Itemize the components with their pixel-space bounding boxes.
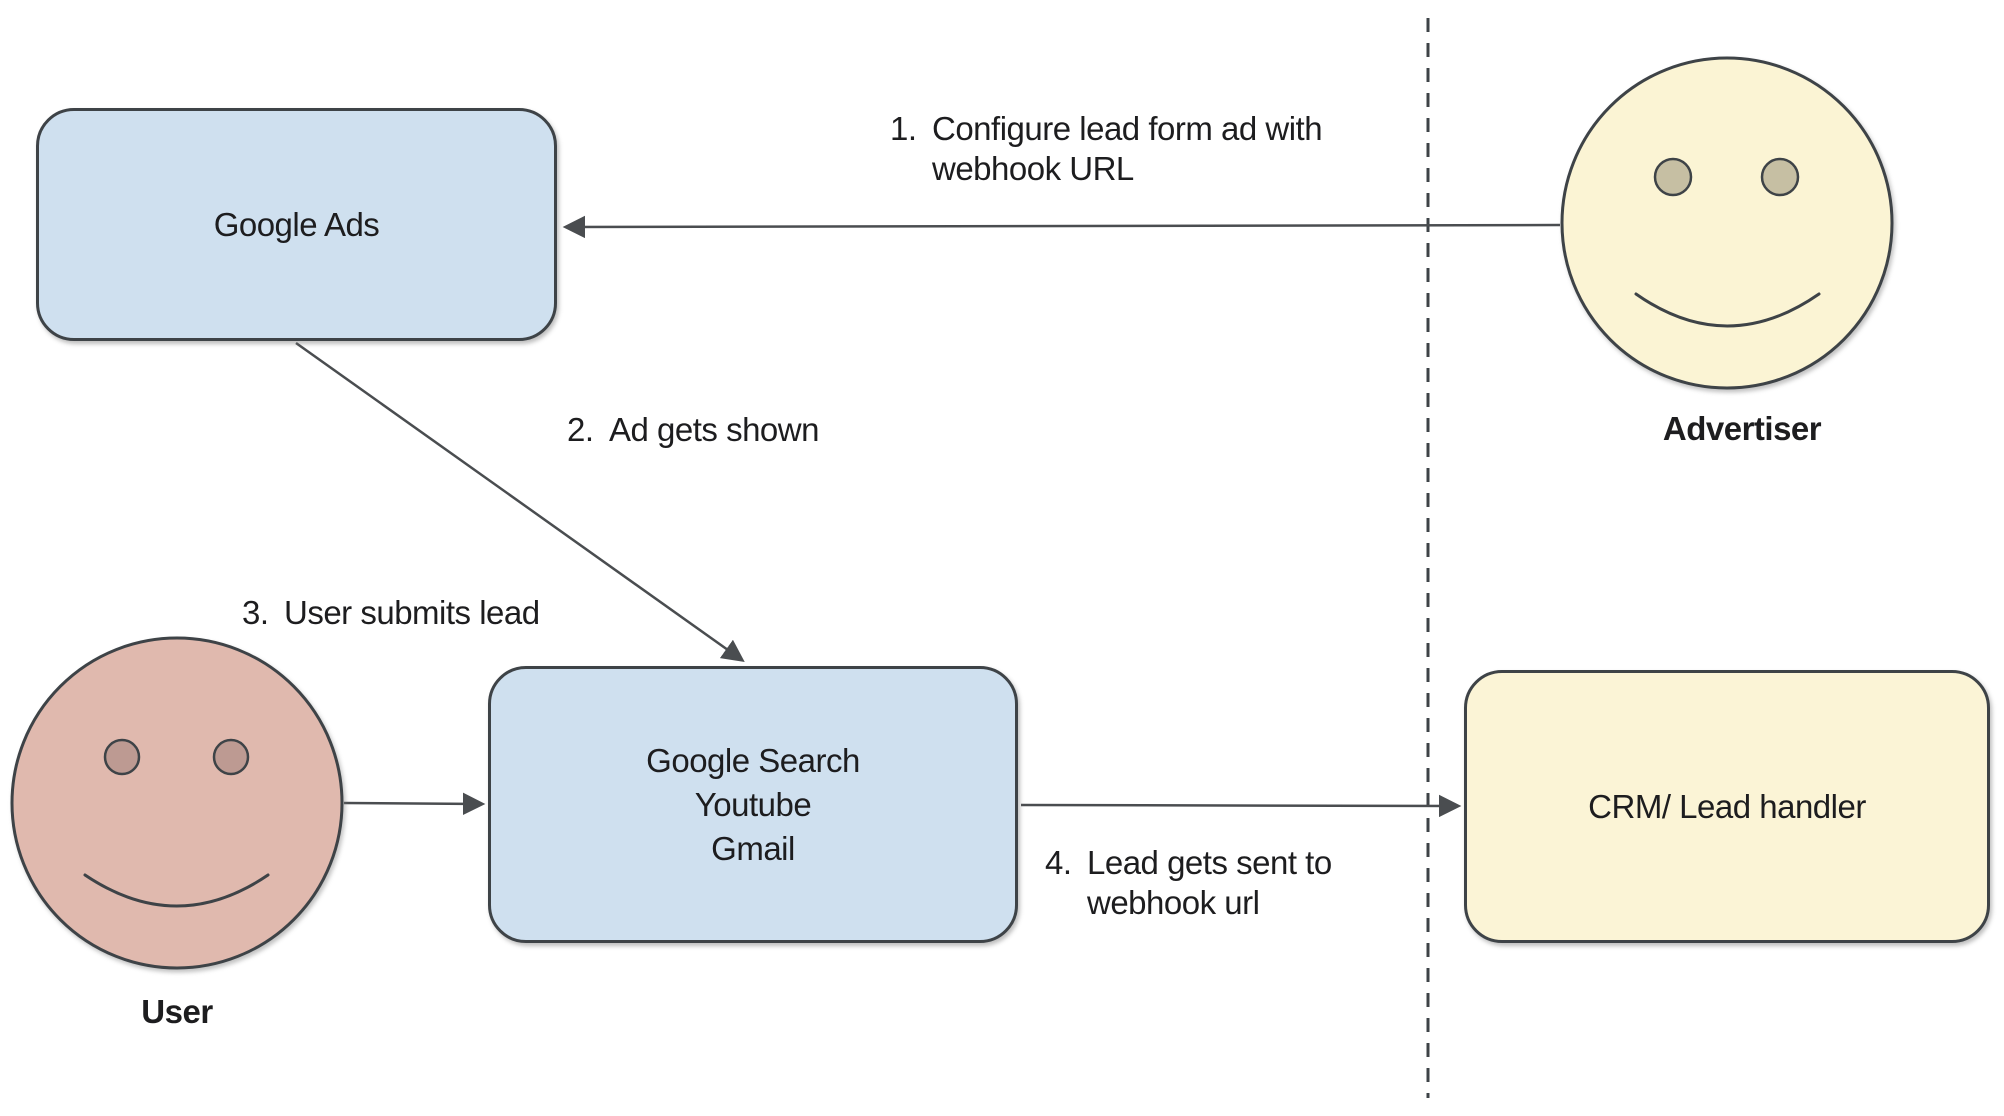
annotation-line: Lead gets sent to <box>1087 844 1332 881</box>
user-right-eye <box>212 738 250 776</box>
user-label: User <box>141 993 213 1030</box>
arrow-user-submits-lead <box>343 792 486 816</box>
annotation-number: 2. <box>567 411 594 448</box>
advertiser-left-eye <box>1653 157 1693 197</box>
annotation-line: webhook URL <box>932 150 1134 187</box>
annotation-number: 3. <box>242 594 269 631</box>
crm-node: CRM/ Lead handler <box>1464 670 1990 943</box>
platforms-label-line: Google Search <box>646 741 860 779</box>
advertiser-right-eye <box>1760 157 1800 197</box>
advertiser-smile <box>1634 292 1821 328</box>
annotation-lead-sent-to-webhook: 4. Lead gets sent to webhook url <box>1045 843 1332 923</box>
advertiser-face <box>1560 56 1894 390</box>
platforms-node: Google Search Youtube Gmail <box>488 666 1018 943</box>
annotation-line: webhook url <box>1087 884 1260 921</box>
annotation-user-submits-lead: 3. User submits lead <box>242 593 540 633</box>
annotation-number: 1. <box>890 110 917 147</box>
user-smiley-face-icon <box>10 636 344 970</box>
user-face <box>10 636 344 970</box>
arrow-configure-lead-form <box>562 215 1561 239</box>
advertiser-smiley-face-icon <box>1560 56 1894 390</box>
arrow-ad-gets-shown <box>295 341 745 662</box>
user-left-eye <box>103 738 141 776</box>
platforms-label-line: Gmail <box>711 829 795 867</box>
google-ads-label: Google Ads <box>213 205 380 243</box>
platforms-label-line: Youtube <box>694 785 812 823</box>
annotation-line: Ad gets shown <box>609 411 819 448</box>
arrow-lead-sent-to-webhook <box>1020 794 1462 818</box>
annotation-line: Configure lead form ad with <box>932 110 1323 147</box>
annotation-ad-gets-shown: 2. Ad gets shown <box>567 410 819 450</box>
crm-label: CRM/ Lead handler <box>1588 787 1866 825</box>
google-ads-node: Google Ads <box>36 108 557 341</box>
annotation-configure-lead-form: 1. Configure lead form ad with webhook U… <box>890 109 1323 189</box>
annotation-number: 4. <box>1045 844 1072 881</box>
user-smile <box>83 873 270 908</box>
annotation-line: User submits lead <box>284 594 540 631</box>
advertiser-label: Advertiser <box>1662 410 1822 447</box>
